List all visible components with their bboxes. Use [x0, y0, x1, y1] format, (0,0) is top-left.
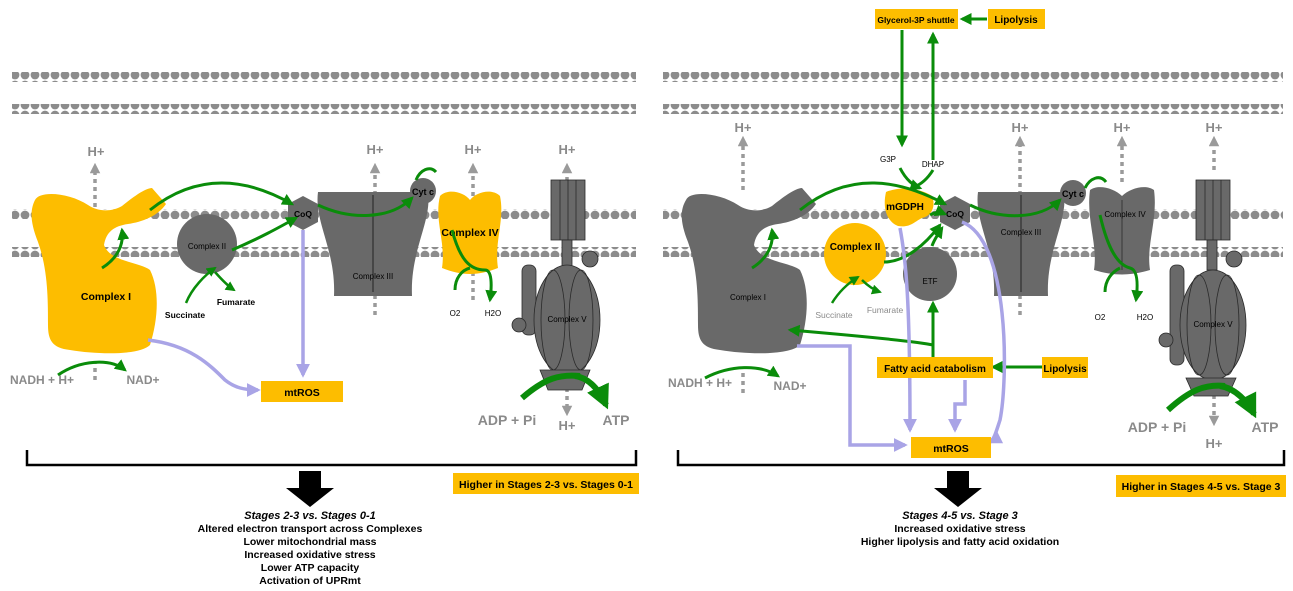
complex-2-label: Complex II — [188, 242, 226, 251]
complex-4-label: Complex IV — [441, 227, 498, 239]
cytc-label: Cyt c — [1062, 189, 1084, 199]
h2o-label: H2O — [1137, 313, 1153, 322]
panel-left: H+ H+ H+ H+ H+ Complex I Complex II CoQ … — [10, 72, 639, 507]
o2-label: O2 — [450, 309, 461, 318]
conclusion-item: Lower ATP capacity — [190, 562, 430, 575]
coq-label: CoQ — [294, 209, 312, 219]
etf-shape — [903, 247, 957, 301]
fumarate-label: Fumarate — [867, 305, 904, 315]
proton-label: H+ — [1206, 120, 1223, 135]
bracket — [27, 450, 636, 465]
proton-label: H+ — [88, 144, 105, 159]
conclusion-item: Higher lipolysis and fatty acid oxidatio… — [840, 536, 1080, 549]
cytc-label: Cyt c — [412, 187, 434, 197]
panel-right: Glycerol-3P shuttle Lipolysis H+ H+ H+ H… — [663, 9, 1286, 507]
o2-label: O2 — [1095, 313, 1106, 322]
complex-1-label: Complex I — [81, 291, 131, 303]
fatty-acid-label: Fatty acid catabolism — [884, 364, 986, 375]
shuttle-label: Glycerol-3P shuttle — [877, 15, 955, 25]
nad-label: NAD+ — [773, 379, 806, 393]
outer-membrane — [663, 72, 1283, 114]
fumarate-label: Fumarate — [217, 297, 256, 307]
adp-label: ADP + Pi — [1128, 419, 1187, 435]
conclusion-item: Activation of UPRmt — [190, 575, 430, 588]
complex-5-label: Complex V — [547, 315, 587, 324]
nadh-label: NADH + H+ — [10, 373, 74, 387]
proton-label: H+ — [1114, 120, 1131, 135]
succinate-label: Succinate — [165, 310, 205, 320]
proton-label: H+ — [1012, 120, 1029, 135]
proton-label: H+ — [559, 142, 576, 157]
proton-label: H+ — [735, 120, 752, 135]
complex-1-shape — [32, 188, 166, 353]
complex-2-shape — [824, 223, 886, 285]
atp-label: ATP — [603, 412, 630, 428]
outer-membrane — [12, 72, 636, 114]
conclusion-title: Stages 4-5 vs. Stage 3 — [840, 510, 1080, 523]
complex-3-label: Complex III — [1001, 228, 1041, 237]
down-arrow-icon — [934, 471, 982, 507]
proton-label: H+ — [1206, 436, 1223, 451]
conclusion-item: Increased oxidative stress — [840, 523, 1080, 536]
h2o-label: H2O — [485, 309, 501, 318]
complex-5-label: Complex V — [1193, 320, 1233, 329]
nadh-label: NADH + H+ — [668, 376, 732, 390]
proton-label: H+ — [465, 142, 482, 157]
atp-label: ATP — [1252, 419, 1279, 435]
conclusion-item: Altered electron transport across Comple… — [190, 523, 430, 536]
nad-label: NAD+ — [126, 373, 159, 387]
g3p-label: G3P — [880, 155, 896, 164]
comparison-label: Higher in Stages 2-3 vs. Stages 0-1 — [459, 479, 633, 491]
proton-pumping — [743, 140, 1214, 422]
mtros-label: mtROS — [284, 387, 320, 399]
complex-4-label: Complex IV — [1104, 210, 1146, 219]
conclusions-right: Stages 4-5 vs. Stage 3 Increased oxidati… — [840, 510, 1080, 549]
mtros-label: mtROS — [933, 443, 969, 455]
proton-label: H+ — [367, 142, 384, 157]
coq-label: CoQ — [946, 209, 964, 219]
conclusion-item: Lower mitochondrial mass — [190, 536, 430, 549]
comparison-label: Higher in Stages 4-5 vs. Stage 3 — [1122, 481, 1281, 493]
conclusions-left: Stages 2-3 vs. Stages 0-1 Altered electr… — [190, 510, 430, 588]
proton-label: H+ — [559, 418, 576, 433]
etf-label: ETF — [922, 277, 937, 286]
complex-3-label: Complex III — [353, 272, 393, 281]
complex-1-label: Complex I — [730, 293, 766, 302]
mgdph-label: mGDPH — [886, 202, 924, 213]
down-arrow-icon — [286, 471, 334, 507]
conclusion-title: Stages 2-3 vs. Stages 0-1 — [190, 510, 430, 523]
lipolysis-label: Lipolysis — [1043, 364, 1087, 375]
complex-1-shape — [682, 188, 816, 353]
complex-2-label: Complex II — [830, 242, 881, 253]
lipolysis-label: Lipolysis — [994, 15, 1038, 26]
succinate-label: Succinate — [815, 310, 853, 320]
conclusion-item: Increased oxidative stress — [190, 549, 430, 562]
adp-label: ADP + Pi — [478, 412, 537, 428]
dhap-label: DHAP — [922, 160, 944, 169]
